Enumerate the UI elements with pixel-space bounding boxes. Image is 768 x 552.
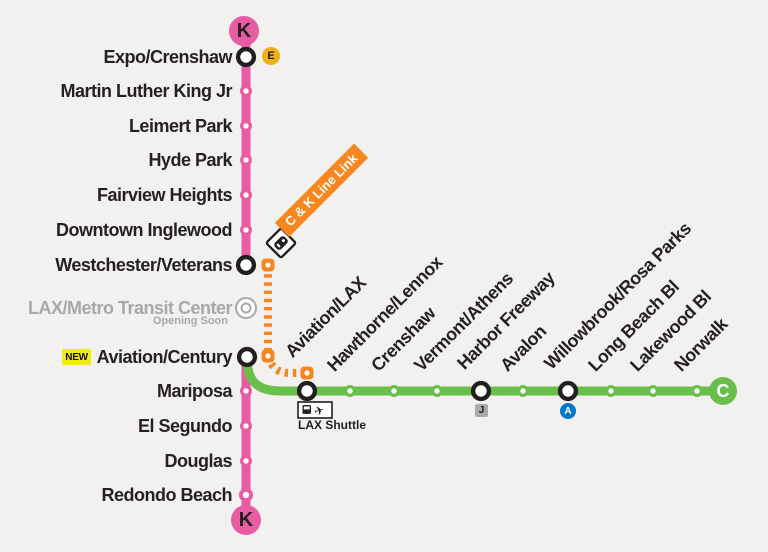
- e-line-badge: E: [262, 47, 280, 65]
- transfer-station-dots: [235, 46, 579, 402]
- link-station-marker: [300, 366, 314, 380]
- station-label-fairview-heights: Fairview Heights: [96, 185, 233, 205]
- j-line-badge: J: [475, 404, 488, 417]
- station-label-leimert-park: Leimert Park: [128, 116, 233, 136]
- opening-soon-note: Opening Soon: [152, 315, 228, 327]
- airplane-icon: ✈: [312, 403, 326, 419]
- station-label-douglas: Douglas: [164, 451, 232, 471]
- station-label-hyde-park: Hyde Park: [148, 150, 232, 170]
- k-line-badge-top: K: [229, 16, 259, 46]
- k-line-stop-dots: [239, 85, 253, 502]
- lax-shuttle-label: LAX Shuttle: [298, 418, 366, 432]
- c-line-stop-dots: [344, 385, 703, 397]
- station-label-martin-luther-king-jr: Martin Luther King Jr: [60, 81, 232, 101]
- station-label-el-segundo: El Segundo: [138, 416, 233, 436]
- k-line-badge-bottom: K: [231, 505, 261, 535]
- link-station-marker: [261, 258, 275, 272]
- station-label-downtown-inglewood: Downtown Inglewood: [56, 220, 232, 240]
- station-label-mariposa: Mariposa: [156, 381, 233, 401]
- new-station-badge: NEW: [62, 349, 91, 365]
- lax-shuttle-icon: ✈: [297, 401, 333, 419]
- station-label-westchester-veterans: Westchester/Veterans: [55, 255, 232, 275]
- link-line-path: [264, 266, 304, 377]
- bus-icon: [302, 405, 311, 416]
- c-line-badge: C: [709, 377, 737, 405]
- a-line-badge: A: [560, 403, 576, 419]
- future-station-ring: [235, 297, 257, 319]
- station-label-expo-crenshaw: Expo/Crenshaw: [103, 47, 232, 67]
- station-label-aviation-century: Aviation/Century: [96, 347, 233, 367]
- station-label-lax-metro-transit-center: LAX/Metro Transit Center: [27, 298, 233, 318]
- station-label-redondo-beach: Redondo Beach: [101, 485, 232, 505]
- link-station-marker: [261, 349, 275, 363]
